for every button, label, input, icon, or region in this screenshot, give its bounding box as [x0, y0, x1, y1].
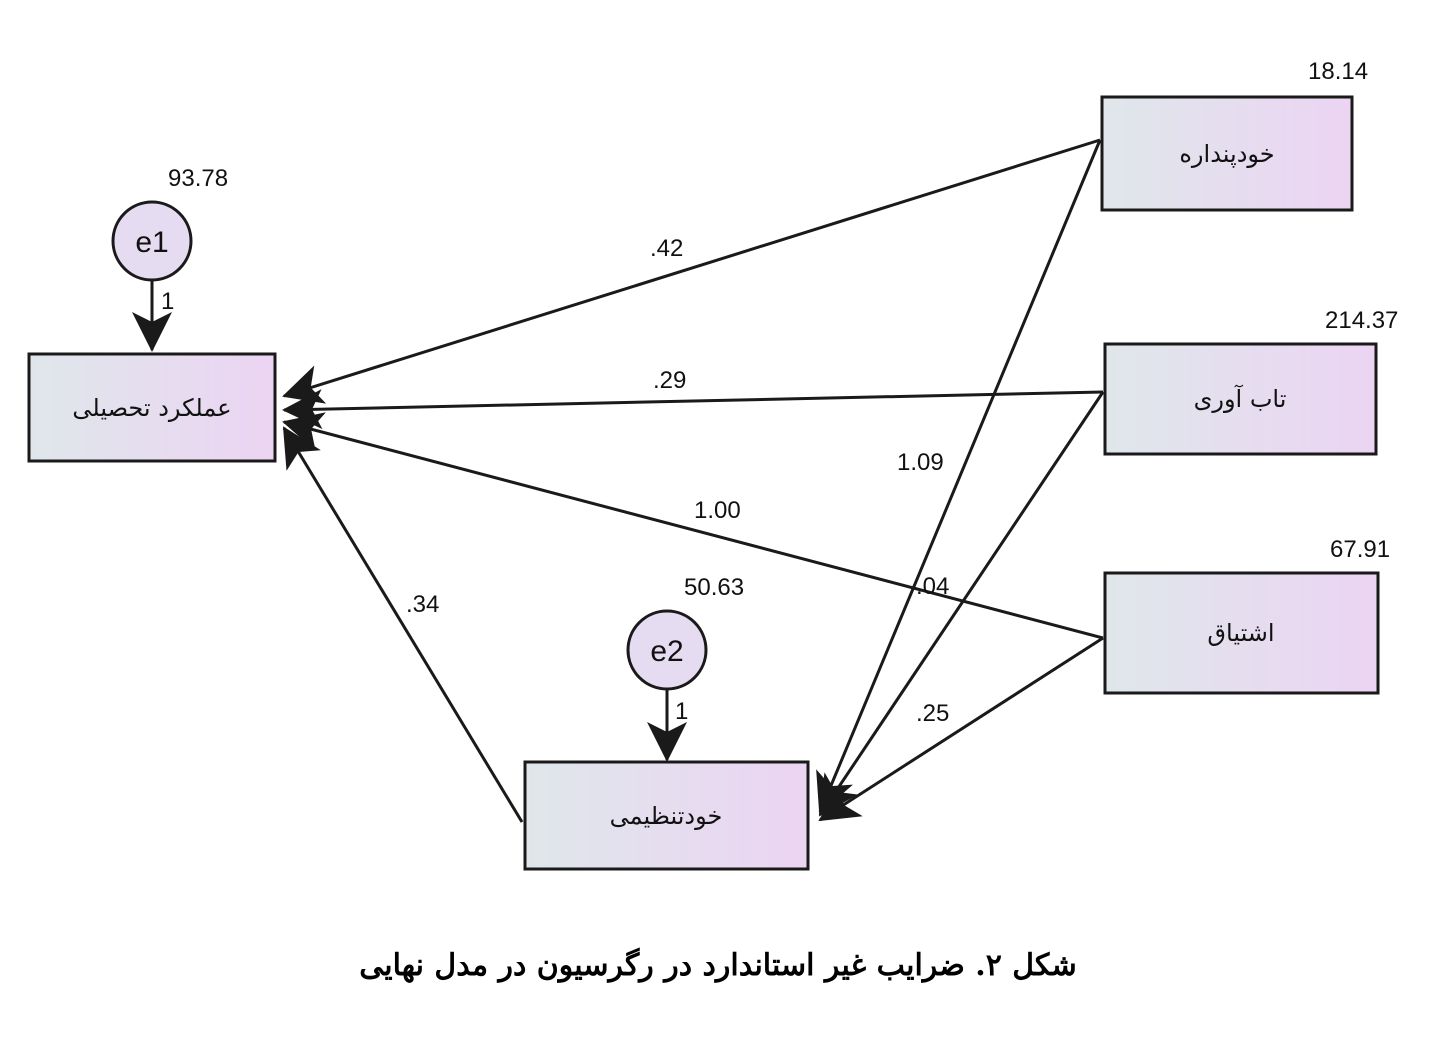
edge-self-concept-to-performance	[282, 138, 1101, 404]
node-e1-label: e1	[135, 226, 168, 259]
edge-self-concept-to-self-regulation	[816, 139, 1102, 814]
node-e2-circle	[626, 609, 708, 691]
node-self-regulation-box	[523, 760, 810, 871]
variance-resilience: 214.37	[1325, 307, 1398, 334]
figure-caption: شکل ۲. ضرایب غیر استاندارد در رگرسیون در…	[359, 948, 1077, 983]
node-self-concept-label: خودپنداره	[1179, 140, 1274, 168]
edge-resilience-to-performance	[282, 389, 1104, 430]
node-engagement-box	[1103, 571, 1380, 695]
node-resilience-box	[1103, 342, 1378, 456]
coef-resilience-to-performance: .29	[653, 367, 686, 394]
node-self-regulation-label: خودتنظیمی	[610, 802, 723, 830]
node-e1-circle	[111, 200, 193, 282]
node-academic-performance-box	[27, 352, 277, 463]
node-resilience-label: تاب آوری	[1194, 384, 1287, 413]
coef-self-concept-to-self-regulation: 1.09	[897, 449, 944, 476]
edge-self-regulation-to-performance	[282, 426, 524, 823]
edge-engagement-to-performance	[282, 412, 1104, 640]
edge-engagement-to-self-regulation	[818, 636, 1104, 822]
edge-resilience-to-self-regulation	[818, 391, 1105, 817]
node-self-concept-box	[1100, 95, 1354, 212]
node-academic-performance-label: عملکرد تحصیلی	[72, 394, 231, 422]
coef-self-concept-to-performance: .42	[650, 235, 683, 262]
coef-engagement-to-self-regulation: .25	[916, 700, 949, 727]
path-diagram: عملکرد تحصیلی خودپنداره تاب آوری اشتیاق …	[27, 58, 1398, 871]
coef-engagement-to-performance: 1.00	[694, 497, 741, 524]
node-engagement-label: اشتیاق	[1207, 619, 1274, 647]
variance-engagement: 67.91	[1330, 536, 1390, 563]
coef-resilience-to-self-regulation: .04	[916, 573, 949, 600]
variance-e1: 93.78	[168, 165, 228, 192]
coef-self-regulation-to-performance: .34	[406, 591, 439, 618]
variance-e2: 50.63	[684, 574, 744, 601]
node-e2-label: e2	[650, 635, 683, 668]
coef-e1-to-performance: 1	[161, 288, 174, 315]
coef-e2-to-self-regulation: 1	[675, 698, 688, 725]
variance-self-concept: 18.14	[1308, 58, 1368, 85]
